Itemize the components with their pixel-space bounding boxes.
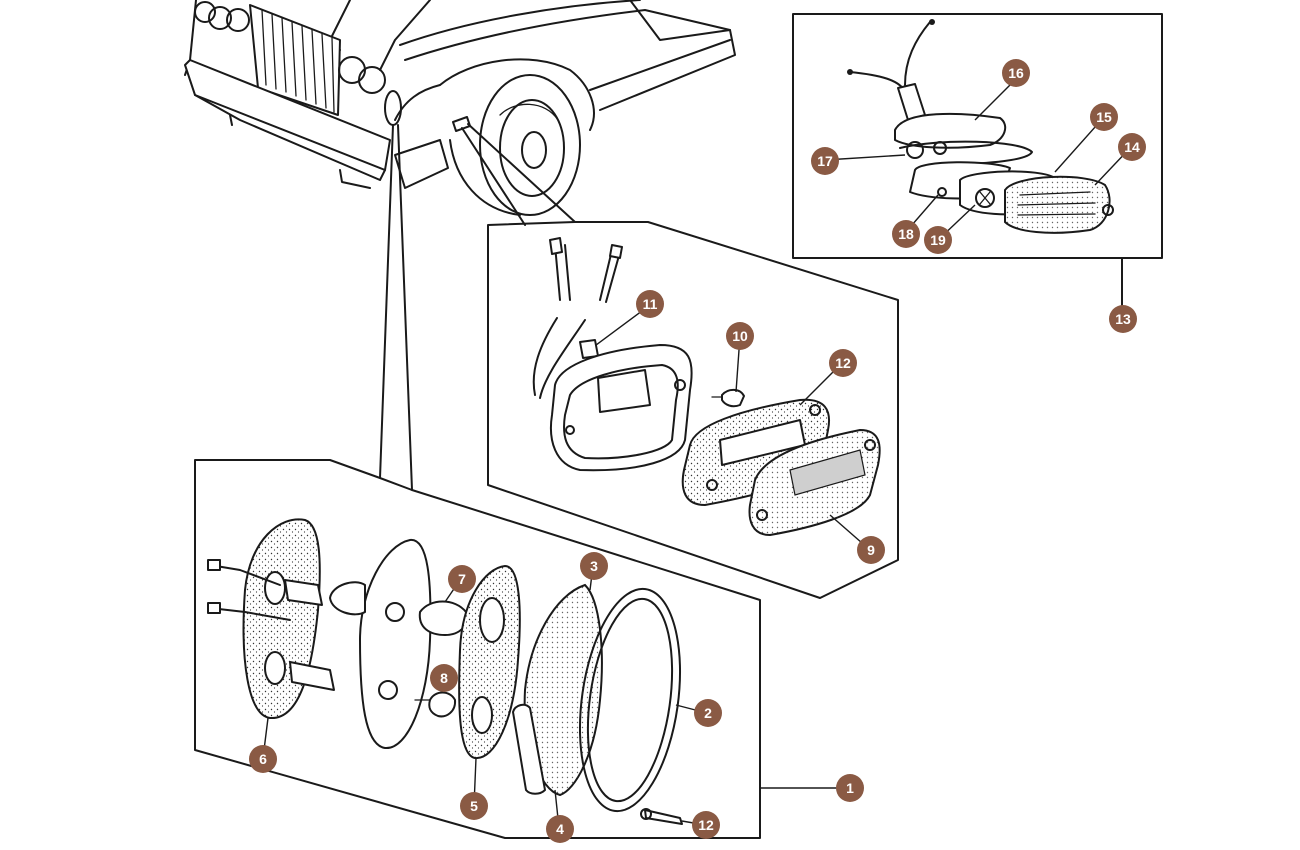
callout-label: 18 bbox=[898, 226, 914, 242]
fender-lamp-panel bbox=[487, 221, 899, 599]
callout-badge: 9 bbox=[857, 536, 885, 564]
front-lamp-panel bbox=[194, 459, 838, 839]
callout-label: 8 bbox=[440, 670, 448, 686]
callout-badge: 3 bbox=[580, 552, 608, 580]
callout-label: 17 bbox=[817, 153, 833, 169]
callout-label: 6 bbox=[259, 751, 267, 767]
callout-badge: 19 bbox=[924, 226, 952, 254]
callout-badge: 7 bbox=[448, 565, 476, 593]
callout-label: 4 bbox=[556, 821, 564, 837]
callout-badge: 12 bbox=[829, 349, 857, 377]
callout-label: 3 bbox=[590, 558, 598, 574]
callout-badge: 5 bbox=[460, 792, 488, 820]
callout-badge: 2 bbox=[694, 699, 722, 727]
callout-label: 15 bbox=[1096, 109, 1112, 125]
side-repeater-inset bbox=[792, 13, 1163, 306]
callout-badge: 1 bbox=[836, 774, 864, 802]
callout-label: 9 bbox=[867, 542, 875, 558]
callout-badge: 4 bbox=[546, 815, 574, 843]
zoom-leader-lines bbox=[379, 123, 576, 491]
callout-badge: 17 bbox=[811, 147, 839, 175]
callout-label: 19 bbox=[930, 232, 946, 248]
callout-badge: 13 bbox=[1109, 305, 1137, 333]
callout-label: 16 bbox=[1008, 65, 1024, 81]
callout-label: 10 bbox=[732, 328, 748, 344]
callout-label: 2 bbox=[704, 705, 712, 721]
callout-badge: 6 bbox=[249, 745, 277, 773]
car-front-illustration bbox=[184, 0, 736, 216]
callout-label: 12 bbox=[835, 355, 851, 371]
callout-badge: 10 bbox=[726, 322, 754, 350]
callout-label: 12 bbox=[698, 817, 714, 833]
callout-badge: 16 bbox=[1002, 59, 1030, 87]
callout-badge: 18 bbox=[892, 220, 920, 248]
callout-badge: 12 bbox=[692, 811, 720, 839]
callout-label: 5 bbox=[470, 798, 478, 814]
callout-label: 14 bbox=[1124, 139, 1140, 155]
callout-label: 7 bbox=[458, 571, 466, 587]
callout-badge: 14 bbox=[1118, 133, 1146, 161]
callout-label: 13 bbox=[1115, 311, 1131, 327]
callout-badge: 11 bbox=[636, 290, 664, 318]
callout-label: 1 bbox=[846, 780, 854, 796]
callout-badge: 8 bbox=[430, 664, 458, 692]
callout-label: 11 bbox=[643, 296, 658, 312]
callout-badge: 15 bbox=[1090, 103, 1118, 131]
